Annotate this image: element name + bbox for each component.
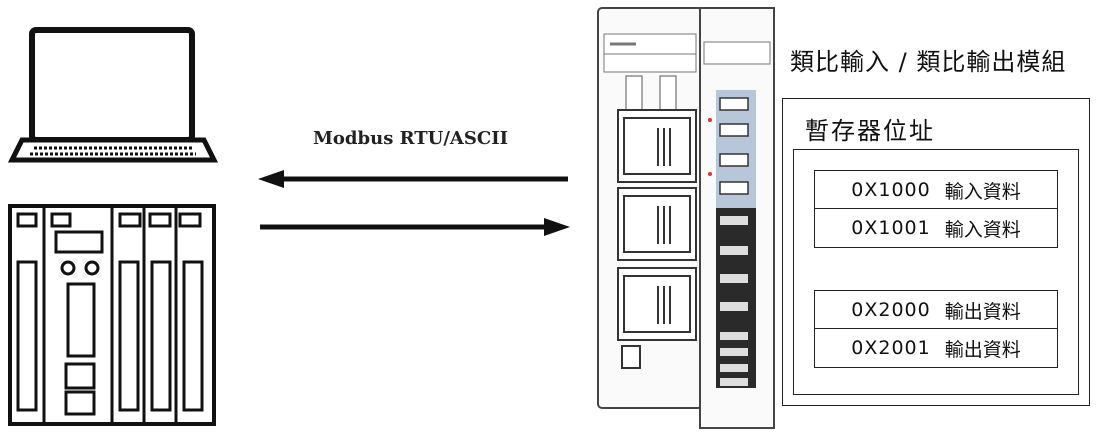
register-label: 輸出資料 — [944, 300, 1021, 323]
register-label: 輸入資料 — [944, 218, 1021, 241]
register-title: 暫存器位址 — [805, 117, 935, 145]
right-arrow-icon — [260, 218, 570, 236]
register-row: 0X1000 輸入資料 — [814, 170, 1058, 210]
input-register-group: 0X1000 輸入資料 0X1001 輸入資料 — [814, 170, 1058, 250]
register-label: 輸出資料 — [944, 338, 1021, 361]
register-panel: 暫存器位址 0X1000 輸入資料 0X1001 輸入資料 0X2000 輸出資… — [782, 98, 1090, 406]
laptop-icon — [8, 27, 218, 163]
register-table: 0X1000 輸入資料 0X1001 輸入資料 0X2000 輸出資料 0X20… — [793, 149, 1079, 395]
register-row: 0X1001 輸入資料 — [814, 208, 1058, 248]
register-address: 0X1001 — [851, 217, 931, 239]
register-address: 0X2000 — [851, 299, 931, 321]
plc-rack-icon — [8, 204, 216, 426]
protocol-label: Modbus RTU/ASCII — [313, 128, 509, 149]
register-address: 0X2001 — [851, 337, 931, 359]
register-row: 0X2001 輸出資料 — [814, 328, 1058, 368]
output-register-group: 0X2000 輸出資料 0X2001 輸出資料 — [814, 290, 1058, 370]
register-label: 輸入資料 — [944, 180, 1021, 203]
register-address: 0X1000 — [851, 179, 931, 201]
left-arrow-icon — [258, 170, 568, 188]
module-title: 類比輸入 / 類比輸出模組 — [790, 48, 1067, 76]
io-module-device — [597, 7, 775, 429]
register-row: 0X2000 輸出資料 — [814, 290, 1058, 330]
